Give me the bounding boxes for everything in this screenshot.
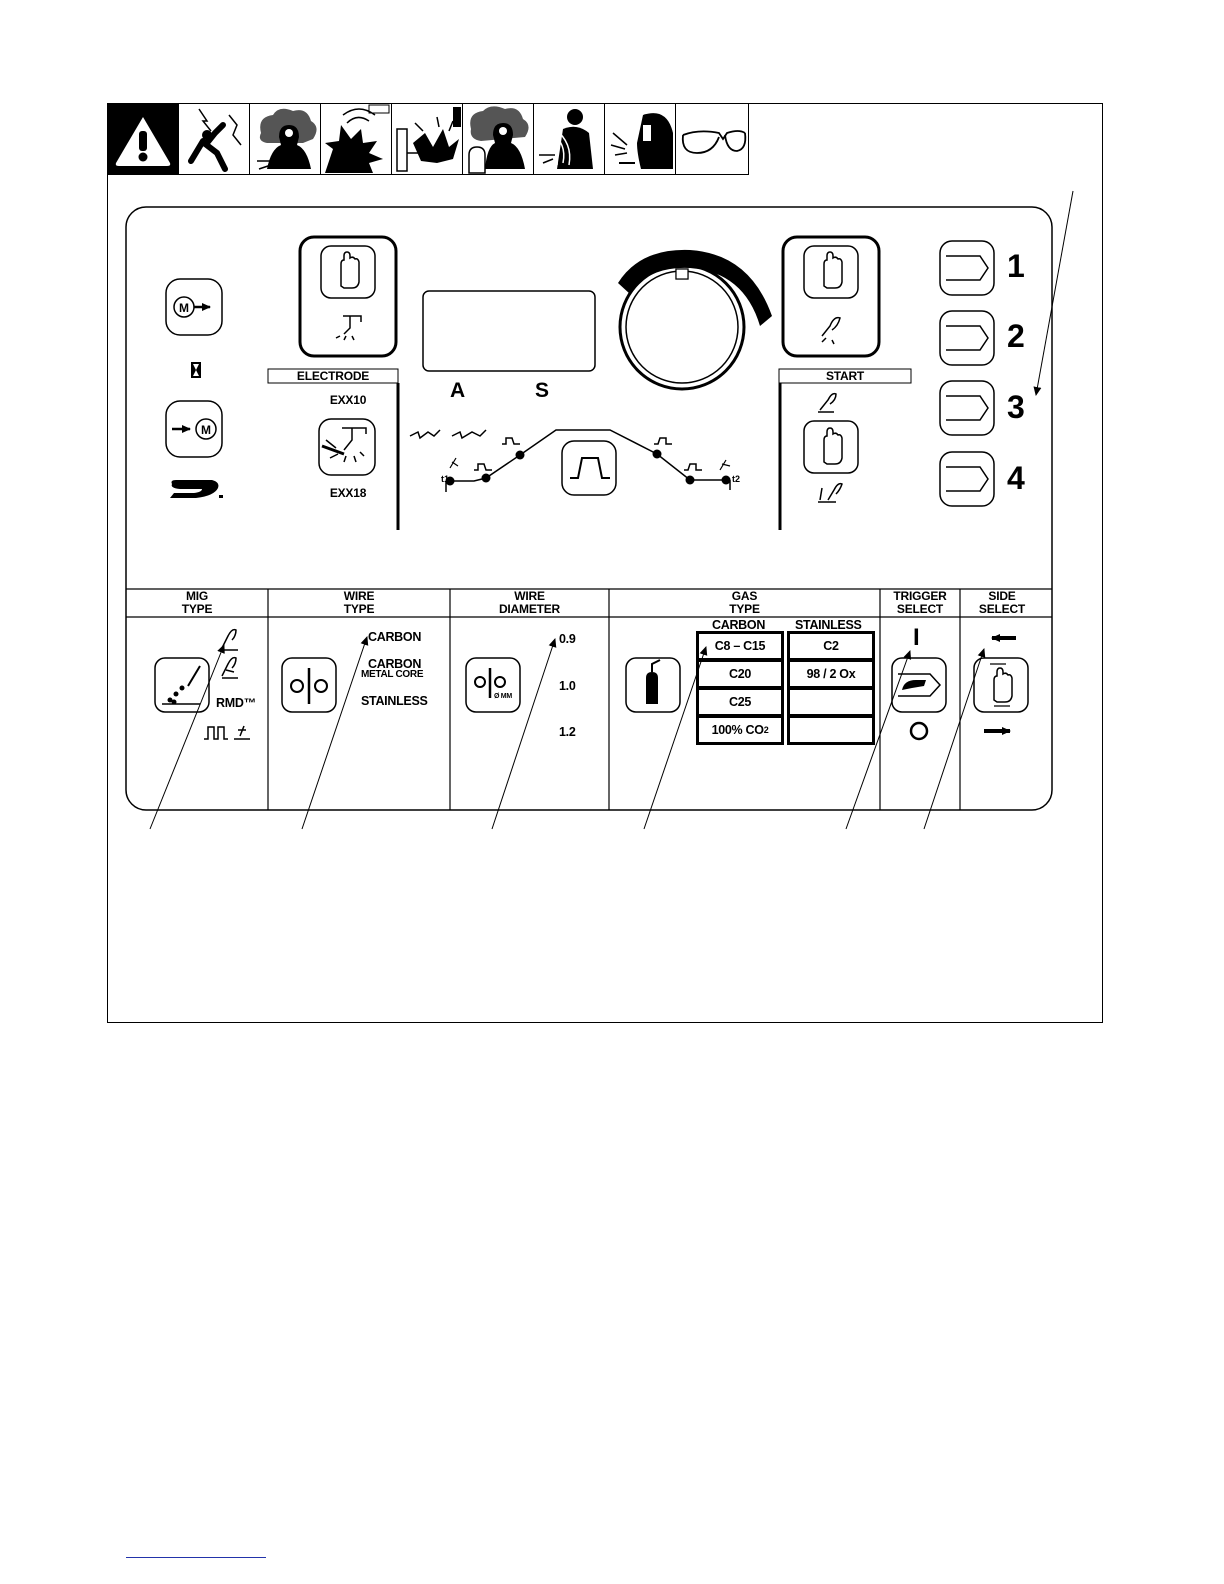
wire-metal-core-label: METAL CORE <box>361 669 423 680</box>
memory-button-1[interactable] <box>940 241 994 295</box>
trigger-select-button[interactable] <box>892 658 946 712</box>
electrode-label: ELECTRODE <box>268 370 398 383</box>
diameter-12-label: 1.2 <box>559 725 575 739</box>
gas-option-blank-1 <box>787 687 875 717</box>
wire-carbon-label: CARBON <box>368 630 421 644</box>
electrode-type-button[interactable] <box>319 419 375 475</box>
mm-label: Ø MM <box>494 693 512 700</box>
t2-label: t2 <box>732 474 740 484</box>
memory-label-2: 2 <box>1007 318 1025 355</box>
mig-torch-icon-2 <box>222 658 238 678</box>
wire-diameter-button[interactable] <box>466 658 520 712</box>
gas-option-blank-2 <box>787 715 875 745</box>
start-hand-button[interactable] <box>804 421 858 473</box>
side-select-button[interactable] <box>974 658 1028 712</box>
electrode-mode-button[interactable] <box>300 237 396 356</box>
start-mode-button[interactable] <box>783 237 879 356</box>
pulse-waveform-icon <box>204 726 250 739</box>
display-window <box>423 291 595 371</box>
memory-label-3: 3 <box>1007 389 1025 426</box>
memory-label-1: 1 <box>1007 248 1025 285</box>
side-select-heading: SIDE SELECT <box>960 590 1044 616</box>
memory-label-4: 4 <box>1007 460 1025 497</box>
gas-option-c2[interactable]: C2 <box>787 631 875 661</box>
pulse-button[interactable] <box>562 441 616 495</box>
wire-type-button[interactable] <box>282 658 336 712</box>
mig-type-button[interactable] <box>155 658 209 712</box>
svg-text:M: M <box>201 423 211 437</box>
mig-type-heading: MIG TYPE <box>126 590 268 616</box>
hourglass-icon <box>191 362 201 378</box>
trigger-on-label: I <box>913 624 920 652</box>
seconds-label: S <box>535 379 549 403</box>
wire-type-heading: WIRE TYPE <box>268 590 450 616</box>
diameter-10-label: 1.0 <box>559 679 575 693</box>
sequence-diagram <box>410 430 731 492</box>
torch-icon-2 <box>818 484 842 502</box>
gas-option-c20[interactable]: C20 <box>696 659 784 689</box>
gas-option-98-2-ox[interactable]: 98 / 2 Ox <box>787 659 875 689</box>
start-label: START <box>779 370 911 383</box>
callout-leaders <box>150 191 1073 829</box>
gas-type-button[interactable] <box>626 658 680 712</box>
jog-reverse-button[interactable]: M <box>166 401 222 457</box>
amps-label: A <box>450 379 465 403</box>
footer-rule <box>126 1557 266 1558</box>
panel-outline <box>126 207 1052 810</box>
diameter-09-label: 0.9 <box>559 632 575 646</box>
rmd-label: RMD™ <box>216 696 256 710</box>
wire-stainless-label: STAINLESS <box>361 694 428 708</box>
trigger-select-heading: TRIGGER SELECT <box>880 590 960 616</box>
svg-text:M: M <box>179 301 189 315</box>
gas-stainless-header: STAINLESS <box>795 618 862 632</box>
mig-torch-icon <box>222 630 238 650</box>
exx10-label: EXX10 <box>318 394 378 407</box>
torch-icon <box>818 394 836 412</box>
gas-option-c25[interactable]: C25 <box>696 687 784 717</box>
wire-diameter-heading: WIRE DIAMETER <box>450 590 609 616</box>
exx18-label: EXX18 <box>318 487 378 500</box>
adjustment-knob[interactable] <box>618 250 772 389</box>
memory-button-3[interactable] <box>940 381 994 435</box>
memory-button-2[interactable] <box>940 311 994 365</box>
jog-forward-button[interactable]: M <box>166 279 222 335</box>
sd-card-logo-icon <box>170 480 223 498</box>
gas-type-heading: GAS TYPE <box>609 590 880 616</box>
gas-option-c8-c15[interactable]: C8 – C15 <box>696 631 784 661</box>
gas-carbon-header: CARBON <box>712 618 765 632</box>
t1-label: t1 <box>441 474 449 484</box>
trigger-off-icon <box>911 723 927 739</box>
memory-button-4[interactable] <box>940 452 994 506</box>
